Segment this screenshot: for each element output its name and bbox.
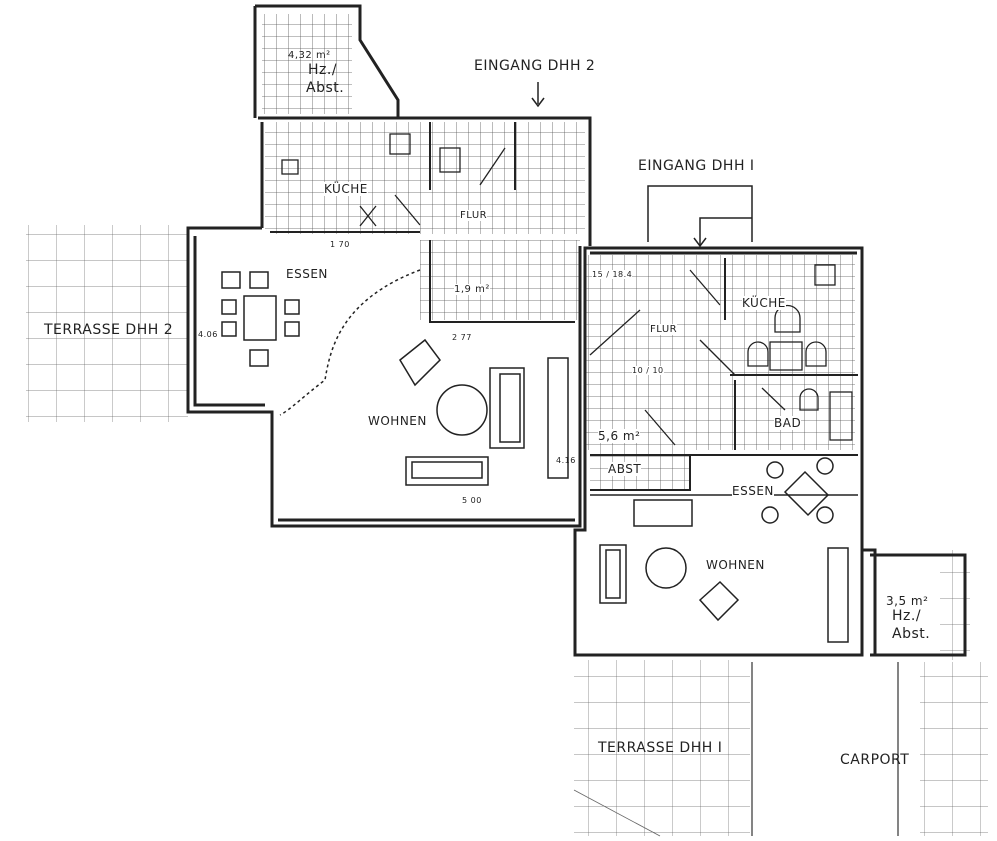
dhh2-hz-area: 4,32 m² bbox=[288, 50, 331, 61]
dhh1-flur-label: FLUR bbox=[650, 324, 678, 335]
dhh1-wohnen-label: WOHNEN bbox=[706, 558, 765, 572]
dhh1-kitchen-fixtures bbox=[747, 264, 836, 371]
dhh2-wohnen-label: WOHNEN bbox=[368, 414, 427, 428]
dhh1-dim-a: 15 / 18.4 bbox=[592, 270, 633, 279]
label-carport: CARPORT bbox=[840, 752, 910, 768]
dhh2-essen-label: ESSEN bbox=[286, 267, 328, 281]
dhh2-dim-bottom: 5 00 bbox=[462, 496, 482, 505]
dhh1-abst-label: ABST bbox=[608, 462, 642, 476]
dhh1-abst-area: 5,6 m² bbox=[598, 429, 641, 443]
dhh1-dining-set bbox=[761, 457, 834, 524]
dhh1-hz-area: 3,5 m² bbox=[886, 594, 929, 608]
dhh2-kitchen-fixtures bbox=[281, 133, 506, 227]
dhh2-tiled-zone bbox=[262, 14, 585, 320]
dhh2-hz-label-2: Abst. bbox=[306, 80, 345, 96]
dhh1-kueche-label: KÜCHE bbox=[742, 296, 786, 310]
dhh1-stairs bbox=[589, 269, 736, 446]
dhh1-hz-label-2: Abst. bbox=[892, 626, 931, 642]
dhh2-flur-label: FLUR bbox=[460, 210, 488, 221]
dhh2-dim-mid: 2 77 bbox=[452, 333, 472, 342]
dhh2-flur-area: 1,9 m² bbox=[454, 284, 490, 295]
label-eingang-dhh2: EINGANG DHH 2 bbox=[474, 58, 596, 74]
dhh2-kueche-label: KÜCHE bbox=[324, 182, 368, 196]
dhh1-essen-label: ESSEN bbox=[732, 484, 774, 498]
dhh2-living-set bbox=[279, 269, 569, 486]
terrasse-dhh2-grid bbox=[26, 225, 188, 422]
label-terrasse-dhh2: TERRASSE DHH 2 bbox=[44, 322, 174, 338]
dhh1-tiled-zone bbox=[585, 255, 855, 490]
entrance-dhh1-arrow bbox=[647, 185, 753, 248]
dhh1-hz-label-1: Hz./ bbox=[892, 608, 922, 624]
entrance-dhh2-arrow bbox=[531, 82, 545, 108]
dhh2-dining-set bbox=[221, 271, 300, 367]
dhh1-bath-fixtures bbox=[761, 387, 853, 441]
dhh2-walls bbox=[186, 4, 592, 528]
dhh2-dim-top: 1 70 bbox=[330, 240, 350, 249]
label-eingang-dhh1: EINGANG DHH I bbox=[638, 158, 755, 174]
dhh1-dim-b: 10 / 10 bbox=[632, 366, 664, 375]
dhh2-dim-left: 4.06 bbox=[198, 330, 218, 339]
carport-area bbox=[751, 662, 988, 836]
dhh2-hz-label-1: Hz./ bbox=[308, 62, 338, 78]
dhh1-bad-label: BAD bbox=[774, 416, 802, 430]
dhh2-dim-right: 4.16 bbox=[556, 456, 576, 465]
dhh1-living-set bbox=[599, 499, 849, 643]
terrasse-dhh1-grid bbox=[573, 660, 750, 837]
dhh1-walls bbox=[573, 246, 967, 657]
label-terrasse-dhh1: TERRASSE DHH I bbox=[598, 740, 723, 756]
